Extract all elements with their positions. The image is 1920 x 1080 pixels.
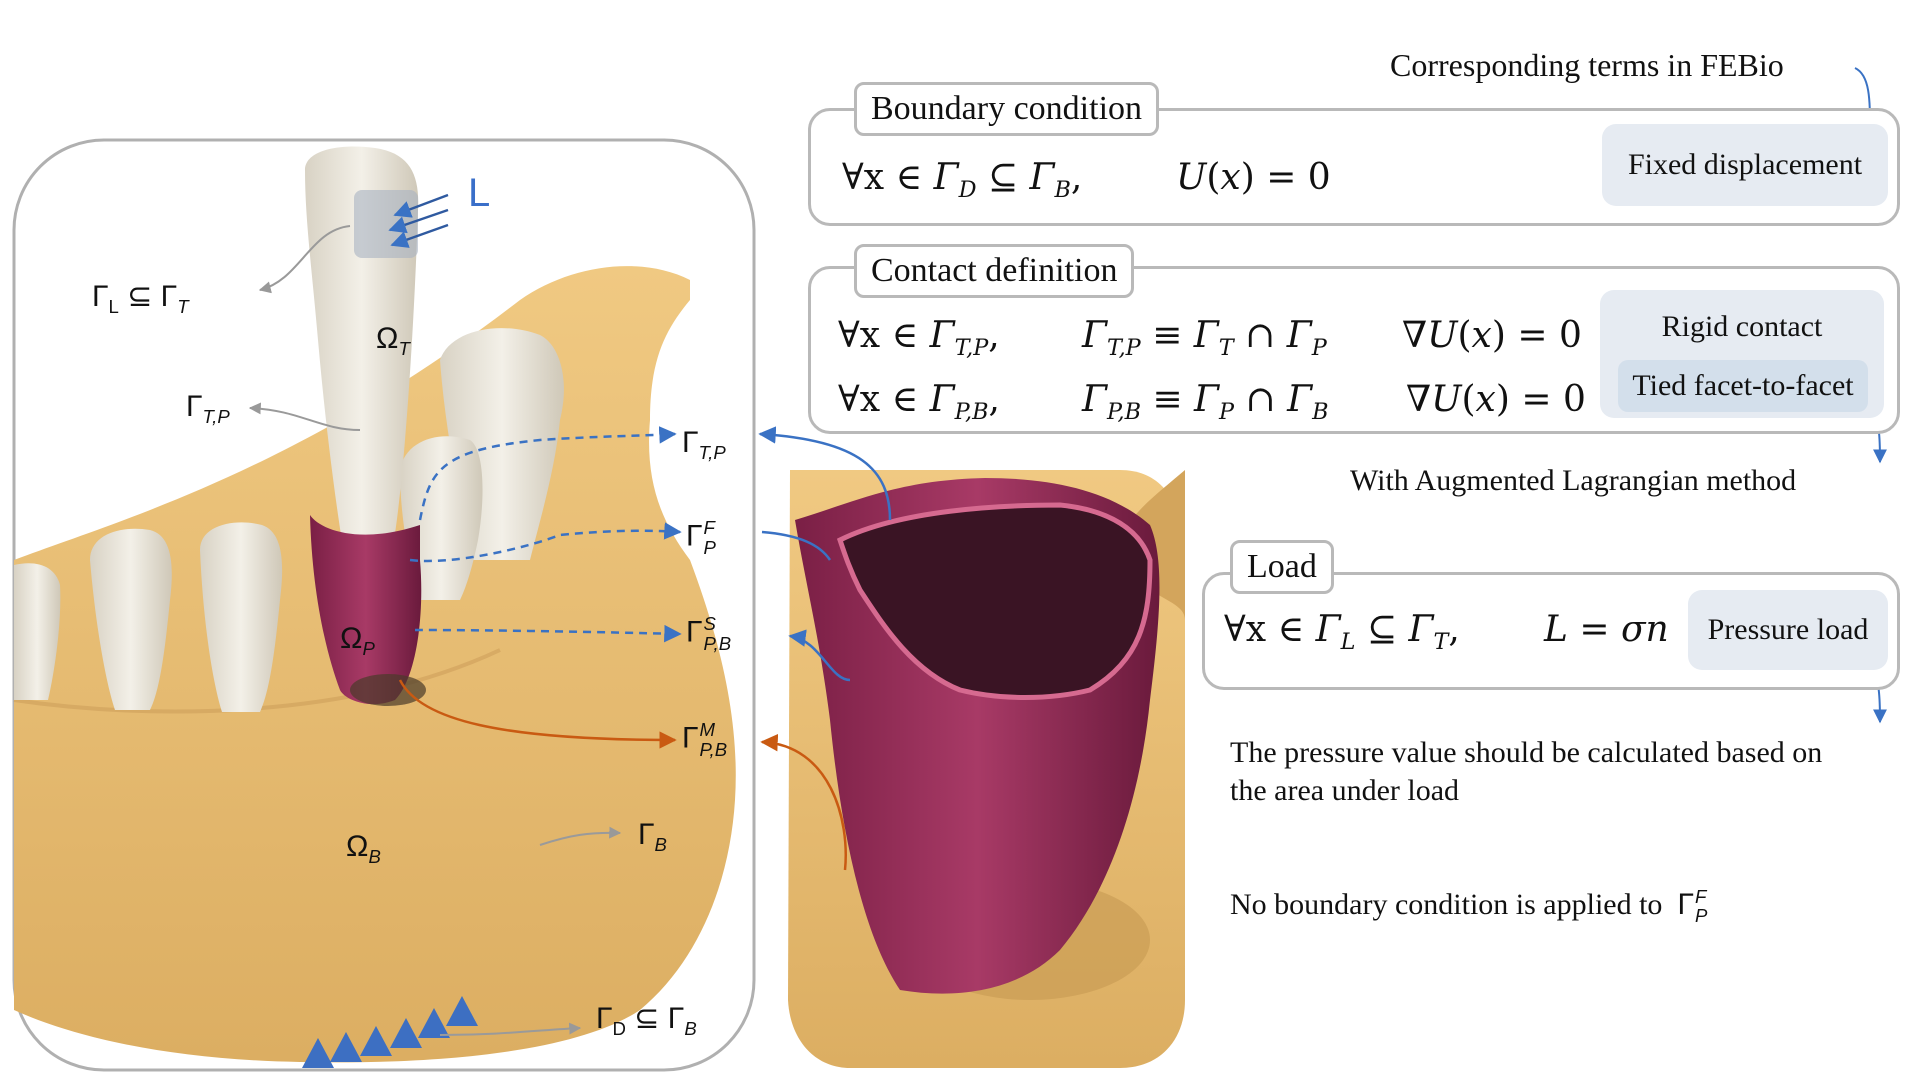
pdl-omega-p bbox=[310, 515, 422, 705]
label-gamma-tp-left: ΓT,P bbox=[186, 390, 230, 427]
label-omega-t: ΩT bbox=[376, 322, 410, 359]
load-note-line2: the area under load bbox=[1230, 774, 1460, 807]
contact-row1-c: ∇U(x) = 0 bbox=[1402, 315, 1582, 356]
pressure-load-chip: Pressure load bbox=[1688, 590, 1888, 670]
label-omega-b: ΩB bbox=[346, 830, 381, 867]
dash-pf bbox=[409, 522, 682, 563]
label-l: L bbox=[468, 171, 491, 215]
label-gamma-d-b: ΓD ⊆ ΓB bbox=[596, 1002, 697, 1039]
load-eq-left: ∀x ∈ ΓL ⊆ ΓT, bbox=[1224, 609, 1460, 656]
contact-row1-b: ΓT,P ≡ ΓT ∩ ΓP bbox=[1082, 315, 1327, 362]
incisor-1 bbox=[90, 528, 172, 710]
label-gamma-l-t: ΓL ⊆ ΓT bbox=[92, 280, 189, 317]
dash-pbs bbox=[414, 624, 682, 643]
load-title: Load bbox=[1230, 540, 1334, 594]
incisor-2 bbox=[200, 522, 283, 712]
premolar bbox=[400, 436, 483, 600]
label-gamma-b: ΓB bbox=[638, 818, 667, 855]
label-gamma-tp: ΓT,P bbox=[682, 426, 726, 463]
load-note-line1: The pressure value should be calculated … bbox=[1230, 736, 1823, 769]
contact-row1-a: ∀x ∈ ΓT,P, bbox=[838, 315, 1000, 362]
contact-note: With Augmented Lagrangian method bbox=[1350, 464, 1797, 497]
incisor-0 bbox=[14, 563, 61, 700]
contact-title: Contact definition bbox=[854, 244, 1135, 298]
arrow-pbm bbox=[398, 679, 677, 749]
socket bbox=[350, 674, 426, 706]
contact-row2-b: ΓP,B ≡ ΓP ∩ ΓB bbox=[1082, 379, 1329, 426]
tied-facet-chip: Tied facet-to-facet bbox=[1618, 360, 1868, 412]
contact-row2-a: ∀x ∈ ΓP,B, bbox=[838, 379, 1000, 426]
dash-tp bbox=[418, 426, 677, 521]
fixed-supports bbox=[302, 996, 478, 1068]
boundary-title: Boundary condition bbox=[854, 82, 1160, 136]
contact-row2-c: ∇U(x) = 0 bbox=[1406, 379, 1586, 420]
zoom-pdl-inner bbox=[836, 502, 1153, 700]
label-omega-p: ΩP bbox=[340, 622, 375, 659]
febio-title: Corresponding terms in FEBio bbox=[1390, 47, 1784, 83]
boundary-eq-right: U(x) = 0 bbox=[1176, 157, 1331, 198]
load-eq-right: L = σn bbox=[1544, 609, 1669, 650]
fixed-displacement-chip: Fixed displacement bbox=[1602, 124, 1888, 206]
boundary-eq-left: ∀x ∈ ΓD ⊆ ΓB, bbox=[842, 157, 1083, 204]
